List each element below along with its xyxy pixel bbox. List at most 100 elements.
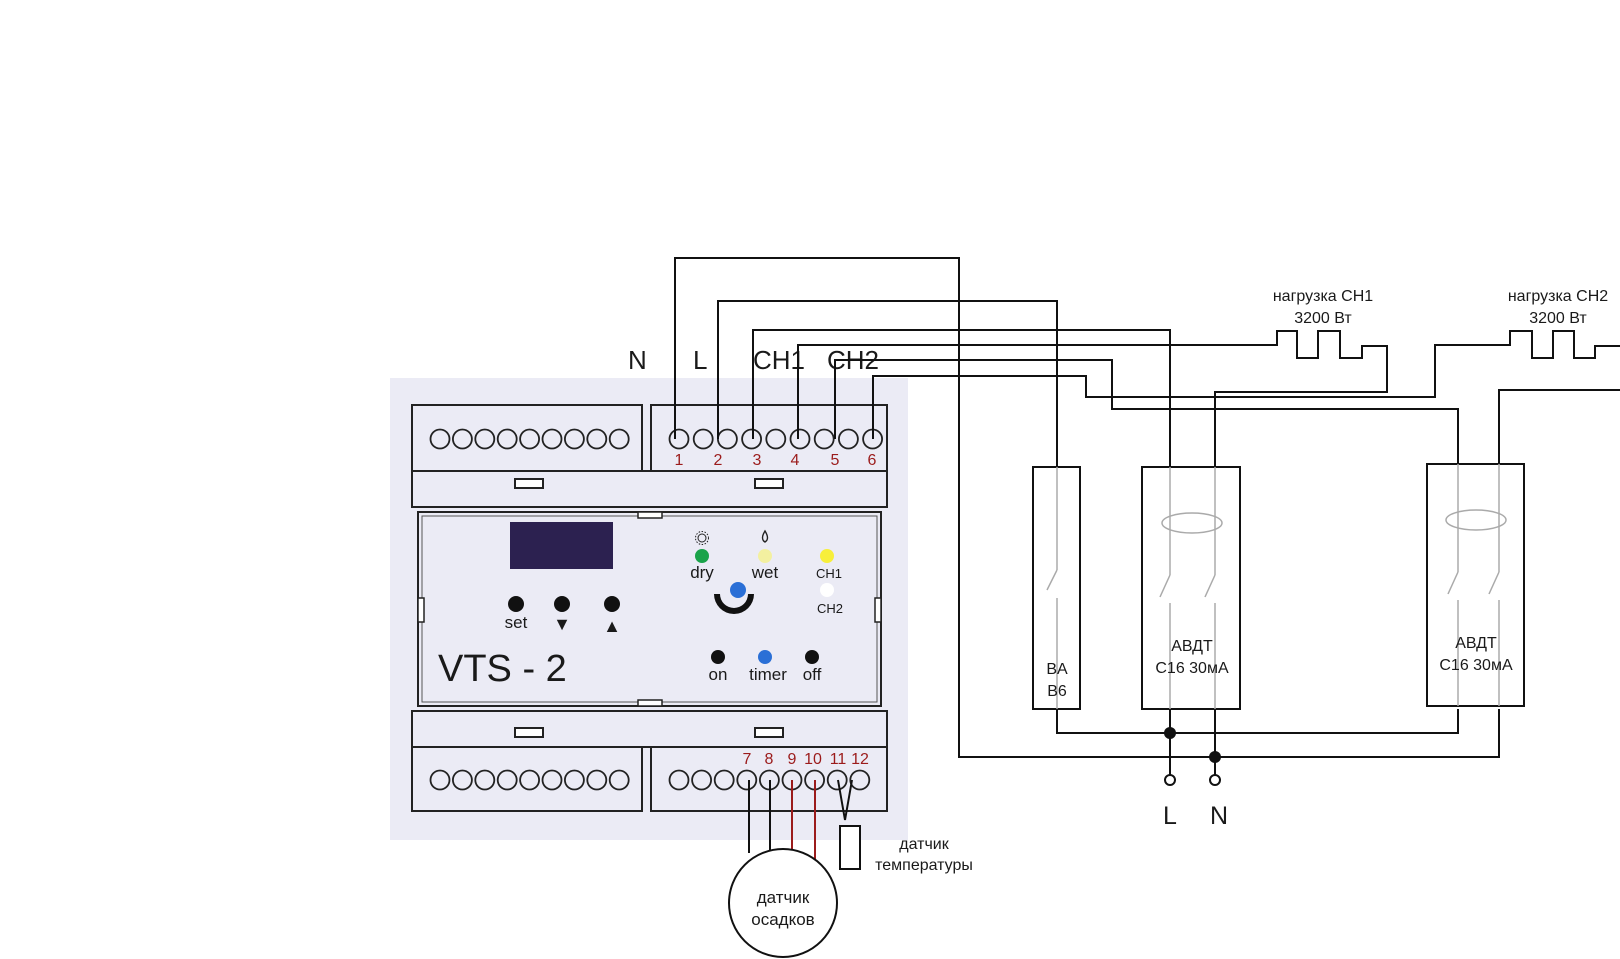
din-latches: [514, 478, 784, 738]
set-button-label: set: [505, 613, 528, 632]
wires: [674, 257, 1620, 776]
sun-icon: [695, 531, 709, 545]
breaker-ba-label: BA: [1046, 661, 1068, 678]
terminal-number-4: 4: [791, 452, 800, 469]
off-button[interactable]: [805, 650, 819, 664]
mains-n-terminal: [1209, 774, 1221, 786]
breaker-avdt-2: АВДТ С16 30мА: [1426, 463, 1525, 707]
screw-terminal: [692, 428, 714, 450]
screw-terminal: [608, 428, 630, 450]
top-terminal-numbers: 1 2 3 4 5 6: [675, 452, 877, 469]
precipitation-sensor: [728, 848, 838, 958]
ch1-indicator-label: CH1: [816, 566, 842, 581]
screw-terminal: [691, 769, 712, 791]
breaker-avdt-2-label: АВДТ: [1455, 635, 1497, 652]
load-ch1-power: 3200 Вт: [1294, 310, 1352, 327]
screw-terminal: [586, 428, 608, 450]
screw-terminal: [474, 769, 496, 791]
timer-button[interactable]: [758, 650, 772, 664]
temperature-sensor-label-1: датчик: [899, 836, 949, 853]
load-ch2-power: 3200 Вт: [1529, 310, 1587, 327]
adjust-knob[interactable]: [730, 582, 746, 598]
terminal-number-7: 7: [743, 751, 752, 768]
screw-terminal: [765, 428, 787, 450]
dry-label: dry: [690, 563, 714, 582]
screw-terminal: [849, 769, 871, 791]
label-l: L: [693, 345, 707, 375]
knob-arc: [714, 594, 754, 614]
down-button-label: ▼: [553, 614, 571, 634]
screw-terminal: [564, 428, 585, 450]
label-n: N: [628, 345, 647, 375]
breaker-avdt-1-rating: С16 30мА: [1155, 660, 1229, 677]
breaker-avdt-2-rating: С16 30мА: [1439, 657, 1513, 674]
screw-terminal: [668, 428, 690, 450]
breaker-avdt-1-label: АВДТ: [1171, 638, 1213, 655]
load-ch2-title: нагрузка CH2: [1508, 288, 1608, 305]
breaker-ba: BA B6: [1032, 466, 1081, 710]
ch2-indicator-label: CH2: [817, 601, 843, 616]
junction-l: [1164, 727, 1176, 739]
terminal-number-2: 2: [714, 452, 723, 469]
screw-terminal: [451, 769, 473, 791]
screw-terminal: [496, 428, 518, 450]
temperature-sensor: [839, 825, 861, 870]
off-label: off: [803, 665, 822, 684]
screw-terminals-top-left: [429, 428, 630, 450]
mains-n-label: N: [1210, 802, 1228, 830]
screw-terminal: [741, 428, 762, 450]
terminal-number-5: 5: [831, 452, 840, 469]
precipitation-sensor-label-1: датчик: [757, 888, 810, 907]
on-button[interactable]: [711, 650, 725, 664]
terminal-number-9: 9: [788, 751, 797, 768]
screw-terminal: [541, 428, 563, 450]
screw-terminal: [541, 769, 563, 791]
terminal-number-1: 1: [675, 452, 684, 469]
terminal-number-3: 3: [753, 452, 762, 469]
screw-terminal: [668, 769, 690, 791]
screw-terminal: [838, 428, 859, 450]
temperature-sensor-label-2: температуры: [875, 857, 973, 874]
breaker-ba-rating: B6: [1047, 683, 1067, 700]
mains-l-terminal: [1164, 774, 1176, 786]
screw-terminal: [586, 769, 608, 791]
terminal-number-12: 12: [851, 751, 869, 768]
timer-label: timer: [749, 665, 787, 684]
model-name: VTS - 2: [438, 648, 567, 690]
on-label: on: [709, 665, 728, 684]
screw-terminal: [519, 769, 540, 791]
screw-terminal: [496, 769, 518, 791]
screw-terminal: [519, 428, 540, 450]
ch2-indicator: [820, 583, 834, 597]
screw-terminal: [474, 428, 496, 450]
junction-n: [1209, 751, 1221, 763]
screw-terminal: [813, 428, 835, 450]
wet-indicator: [758, 549, 772, 563]
up-button-label: ▲: [603, 616, 621, 636]
display-screen: [510, 522, 613, 569]
sensor-wires: [748, 779, 853, 862]
bottom-terminal-numbers: 7 8 9 10 11 12: [743, 751, 869, 768]
screw-terminal: [429, 428, 451, 450]
label-ch1: CH1: [753, 345, 805, 375]
load-ch1-title: нагрузка CH1: [1273, 288, 1373, 305]
screw-terminal: [789, 428, 811, 450]
water-drop-icon: [761, 529, 769, 543]
top-terminal-block: [411, 404, 888, 508]
set-button[interactable]: [508, 596, 524, 612]
terminal-number-8: 8: [765, 751, 774, 768]
ch1-indicator: [820, 549, 834, 563]
screw-terminal: [564, 769, 585, 791]
screw-terminal: [736, 769, 758, 791]
up-button[interactable]: [604, 596, 620, 612]
mains-l-label: L: [1163, 802, 1177, 830]
screw-terminal: [451, 428, 473, 450]
precipitation-sensor-label-2: осадков: [751, 910, 814, 929]
screw-terminals-bottom-left: [429, 769, 630, 791]
terminal-number-10: 10: [804, 751, 822, 768]
terminal-number-11: 11: [830, 751, 847, 768]
dry-indicator: [695, 549, 709, 563]
screw-terminal: [608, 769, 630, 791]
down-button[interactable]: [554, 596, 570, 612]
